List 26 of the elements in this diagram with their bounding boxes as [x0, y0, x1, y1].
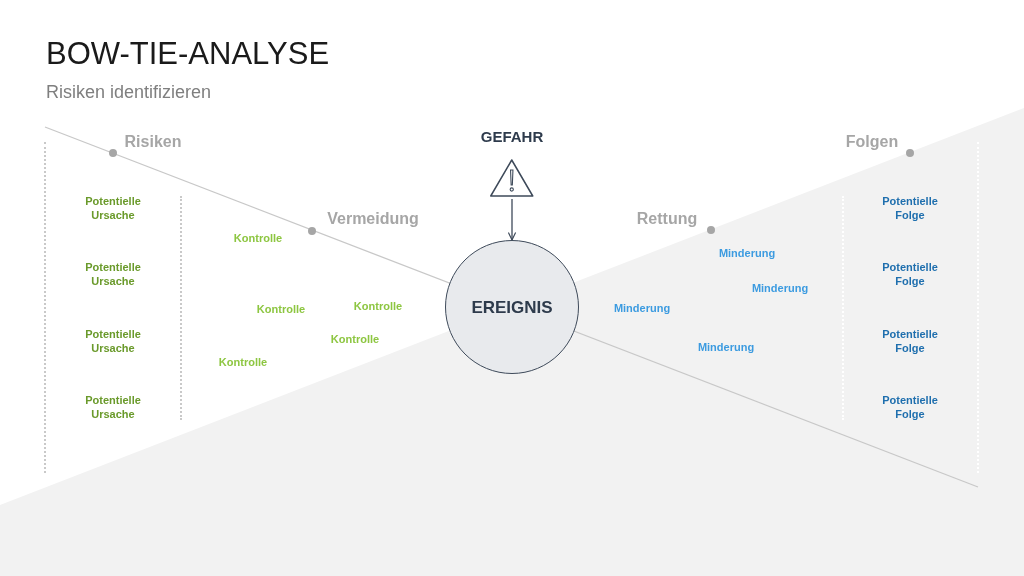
section-heading: Folgen	[845, 131, 899, 152]
control-label: Kontrolle	[330, 332, 380, 346]
section-heading: Risiken	[124, 131, 182, 152]
control-label: Kontrolle	[353, 299, 403, 313]
cause-label: Potentielle Ursache	[85, 260, 141, 288]
hazard-heading: GEFAHR	[480, 127, 544, 146]
mitigation-label: Minderung	[718, 246, 776, 260]
mitigation-label: Minderung	[751, 281, 809, 295]
arrow	[507, 198, 517, 241]
control-label: Kontrolle	[233, 231, 283, 245]
cause-label: Potentielle Ursache	[85, 194, 141, 222]
consequence-label: Potentielle Folge	[882, 393, 938, 421]
consequence-label: Potentielle Folge	[882, 194, 938, 222]
control-label: Kontrolle	[256, 302, 306, 316]
slide-title: BOW-TIE-ANALYSE	[46, 36, 330, 72]
event-label: EREIGNIS	[471, 296, 553, 318]
mitigation-label: Minderung	[613, 301, 671, 315]
control-label: Kontrolle	[218, 355, 268, 369]
consequence-label: Potentielle Folge	[882, 260, 938, 288]
section-heading: Rettung	[636, 208, 698, 229]
cause-label: Potentielle Ursache	[85, 393, 141, 421]
subtitle: Risiken identifizieren	[46, 81, 212, 104]
mitigation-label: Minderung	[697, 340, 755, 354]
consequence-label: Potentielle Folge	[882, 327, 938, 355]
cause-label: Potentielle Ursache	[85, 327, 141, 355]
section-heading: Vermeidung	[327, 208, 419, 229]
